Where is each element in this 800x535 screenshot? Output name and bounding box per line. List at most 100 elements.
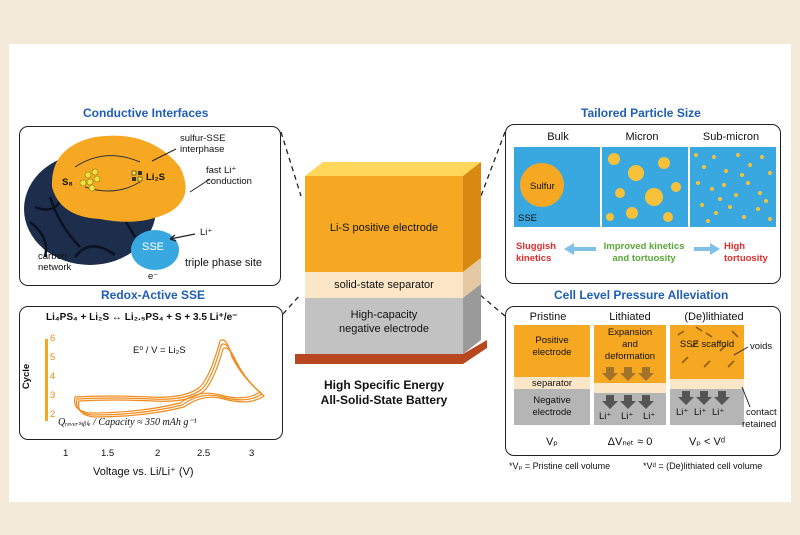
carbon-network-lines	[29, 176, 137, 258]
li-label-d1: Li⁺	[676, 407, 689, 418]
improved-label-2: and tortuosity	[612, 253, 676, 264]
footnote-vd: *Vᵈ = (De)lithiated cell volume	[643, 461, 763, 471]
li-label-l3: Li⁺	[643, 411, 656, 422]
sluggish-label-1: Sluggish	[516, 241, 557, 252]
li2s-label: Li₂S	[146, 172, 165, 183]
redox-panel: Li₄PS₄ + Li₂S ↔ Li₂.₅PS₄ + S + 3.5 Li⁺/e…	[19, 306, 283, 440]
pristine-negative	[514, 389, 590, 425]
voids-label: voids	[750, 341, 773, 352]
cv-curves	[73, 339, 266, 418]
x-tick-1: 1	[63, 448, 69, 459]
pristine-label: Pristine	[529, 311, 567, 323]
li2s-squares	[131, 170, 143, 182]
interphase-label-2: interphase	[180, 144, 225, 155]
submicron-label: Sub-micron	[702, 131, 760, 143]
fast-li-label-2: conduction	[206, 176, 252, 187]
contact-label-2: retained	[742, 419, 777, 430]
interphase-leader	[151, 148, 177, 162]
contact-leader	[741, 386, 751, 408]
delithiated-li-arrows	[678, 391, 730, 405]
conductive-panel: sulfur-SSE interphase fast Li⁺ conductio…	[19, 126, 281, 286]
vp-label: Vₚ	[545, 436, 559, 448]
li-label-l2: Li⁺	[621, 411, 634, 422]
pressure-illustration	[514, 325, 751, 425]
sse-label-particle: SSE	[518, 213, 538, 224]
positive-label-1: Positive	[535, 335, 569, 346]
x-tick-2: 2	[155, 448, 161, 459]
expansion-label-3: deformation	[604, 351, 656, 362]
cycle-color-bar	[45, 339, 48, 421]
reaction-arrow-top	[74, 155, 141, 168]
contact-label-1: contact	[746, 407, 777, 418]
interphase-label-1: sulfur-SSE	[180, 133, 226, 144]
pressure-separator-label: separator	[531, 378, 573, 389]
delithiated-voids	[677, 326, 739, 368]
li-label-d3: Li⁺	[712, 407, 725, 418]
positive-top-face	[305, 162, 481, 176]
cycle-tick-4: 4	[50, 371, 56, 382]
pristine-separator	[514, 377, 590, 389]
negative-label-a: Negative	[533, 395, 571, 406]
separator-layer	[305, 272, 463, 298]
micron-sulfur	[606, 153, 681, 222]
particle-size-illustration	[514, 147, 776, 227]
sse-label: SSE	[142, 241, 165, 253]
lithiated-positive	[594, 325, 666, 365]
conductive-title: Conductive Interfaces	[83, 106, 209, 120]
vp-vd-label: Vₚ < Vᵈ	[688, 436, 726, 448]
li-arrow	[169, 233, 196, 240]
negative-label-b: electrode	[532, 407, 572, 418]
caption-line-1: High Specific Energy	[323, 378, 445, 392]
lithiated-label: Lithiated	[609, 311, 651, 323]
bulk-label: Bulk	[547, 131, 569, 143]
bulk-sulfur	[520, 163, 564, 207]
negative-label-1: High-capacity	[350, 309, 418, 321]
submicron-sulfur	[694, 153, 772, 223]
tradeoff-arrows	[564, 243, 720, 255]
base-plate	[295, 340, 487, 364]
micron-label: Micron	[625, 131, 659, 143]
cycle-tick-2: 2	[50, 409, 56, 420]
lithiated-separator	[594, 383, 666, 393]
expansion-label-1: Expansion	[607, 327, 653, 338]
sse-particle	[131, 230, 179, 270]
delithiated-label: (De)lithiated	[684, 311, 744, 323]
battery-stack	[295, 162, 487, 364]
negative-layer	[305, 298, 463, 354]
cv-plot	[45, 339, 266, 421]
pristine-positive	[514, 325, 590, 377]
sse-scaffold-label: SSE scaffold	[679, 339, 735, 350]
particle-title: Tailored Particle Size	[581, 106, 701, 120]
carbon-label-1: carbon	[38, 251, 68, 262]
li-label-l1: Li⁺	[599, 411, 612, 422]
sulfur-label: Sulfur	[530, 181, 555, 192]
negative-label-2: negative electrode	[339, 323, 429, 335]
sulfur-particle	[51, 135, 186, 222]
separator-label: solid-state separator	[334, 279, 434, 291]
e0-label: E⁰ / V = Li₂S	[133, 345, 186, 356]
delithiated-separator	[670, 379, 744, 389]
triple-phase-label: triple phase site	[185, 257, 263, 269]
fast-conduction-leader	[189, 178, 211, 193]
x-tick-3: 3	[249, 448, 255, 459]
footnote-vp: *Vₚ = Pristine cell volume	[509, 461, 611, 471]
s8-dots	[79, 168, 101, 192]
high-label-1: High	[724, 241, 746, 252]
cycle-tick-6: 6	[50, 333, 56, 344]
x-tick-1-5: 1.5	[101, 448, 115, 459]
capacity-label: Qᵣₑᵥₑᵣₛᵢᵦₗₑ / Capacity ≈ 350 mAh g⁻¹	[58, 417, 197, 428]
li-plus-label: Li⁺	[200, 227, 213, 238]
caption-line-2: All-Solid-State Battery	[320, 393, 448, 407]
lithiated-down-arrows	[602, 367, 654, 381]
positive-front-face	[305, 176, 463, 272]
conductive-illustration	[24, 135, 211, 270]
particle-panel: Bulk Micron Sub-micron	[505, 124, 781, 284]
lithiated-li-arrows	[602, 395, 654, 409]
figure-card: Conductive Interfaces	[9, 44, 791, 502]
cycle-tick-3: 3	[50, 390, 56, 401]
voids-leader	[733, 346, 749, 356]
cycle-tick-5: 5	[50, 352, 56, 363]
positive-side-face	[463, 162, 481, 272]
positive-label-2: electrode	[532, 347, 572, 358]
delta-v-label: ΔVₙₑₜ ≈ 0	[607, 436, 653, 448]
